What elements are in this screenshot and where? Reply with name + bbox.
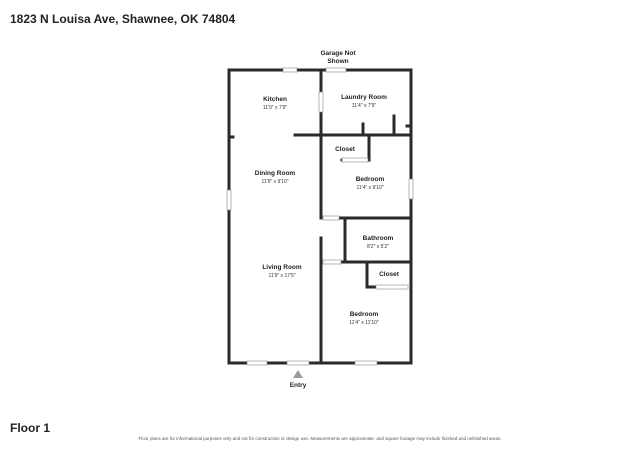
garage-note-line-2: Shown bbox=[327, 58, 348, 65]
dining-name: Dining Room bbox=[255, 170, 296, 177]
laundry-name: Laundry Room bbox=[341, 94, 387, 101]
closet2-name: Closet bbox=[379, 271, 400, 278]
entry-arrow-icon bbox=[293, 370, 303, 378]
laundry-dims: 11'4" x 7'9" bbox=[352, 103, 376, 109]
living-name: Living Room bbox=[262, 264, 302, 271]
closet-1: Closet bbox=[335, 146, 356, 153]
bathroom-dims: 8'2" x 5'2" bbox=[367, 244, 389, 250]
room-dining: Dining Room 11'9" x 9'10" bbox=[255, 170, 296, 185]
bedroom2-name: Bedroom bbox=[350, 311, 379, 318]
kitchen-dims: 11'9" x 7'9" bbox=[263, 105, 287, 111]
room-bedroom-1: Bedroom 11'4" x 9'10" bbox=[356, 176, 385, 191]
bedroom2-dims: 11'4" x 11'10" bbox=[349, 320, 379, 326]
living-dims: 11'9" x 17'5" bbox=[268, 273, 295, 279]
bedroom1-name: Bedroom bbox=[356, 176, 385, 183]
room-kitchen: Kitchen 11'9" x 7'9" bbox=[263, 96, 287, 111]
disclaimer: Floor plans are for informational purpos… bbox=[138, 436, 502, 441]
bathroom-name: Bathroom bbox=[363, 235, 394, 242]
dining-dims: 11'9" x 9'10" bbox=[261, 179, 288, 185]
entry-label: Entry bbox=[290, 382, 307, 389]
windows-and-openings bbox=[226, 67, 414, 366]
garage-note-line-1: Garage Not bbox=[320, 50, 356, 57]
kitchen-name: Kitchen bbox=[263, 96, 287, 103]
bedroom1-dims: 11'4" x 9'10" bbox=[356, 185, 383, 191]
room-bathroom: Bathroom 8'2" x 5'2" bbox=[363, 235, 394, 250]
room-laundry: Laundry Room 11'4" x 7'9" bbox=[341, 94, 387, 109]
room-living: Living Room 11'9" x 17'5" bbox=[262, 264, 302, 279]
walls bbox=[227, 68, 413, 365]
property-address: 1823 N Louisa Ave, Shawnee, OK 74804 bbox=[10, 12, 236, 26]
closet1-name: Closet bbox=[335, 146, 356, 153]
floor-label: Floor 1 bbox=[10, 421, 51, 435]
garage-note: Garage Not Shown bbox=[320, 50, 356, 65]
room-bedroom-2: Bedroom 11'4" x 11'10" bbox=[349, 311, 379, 326]
closet-2: Closet bbox=[379, 271, 400, 278]
